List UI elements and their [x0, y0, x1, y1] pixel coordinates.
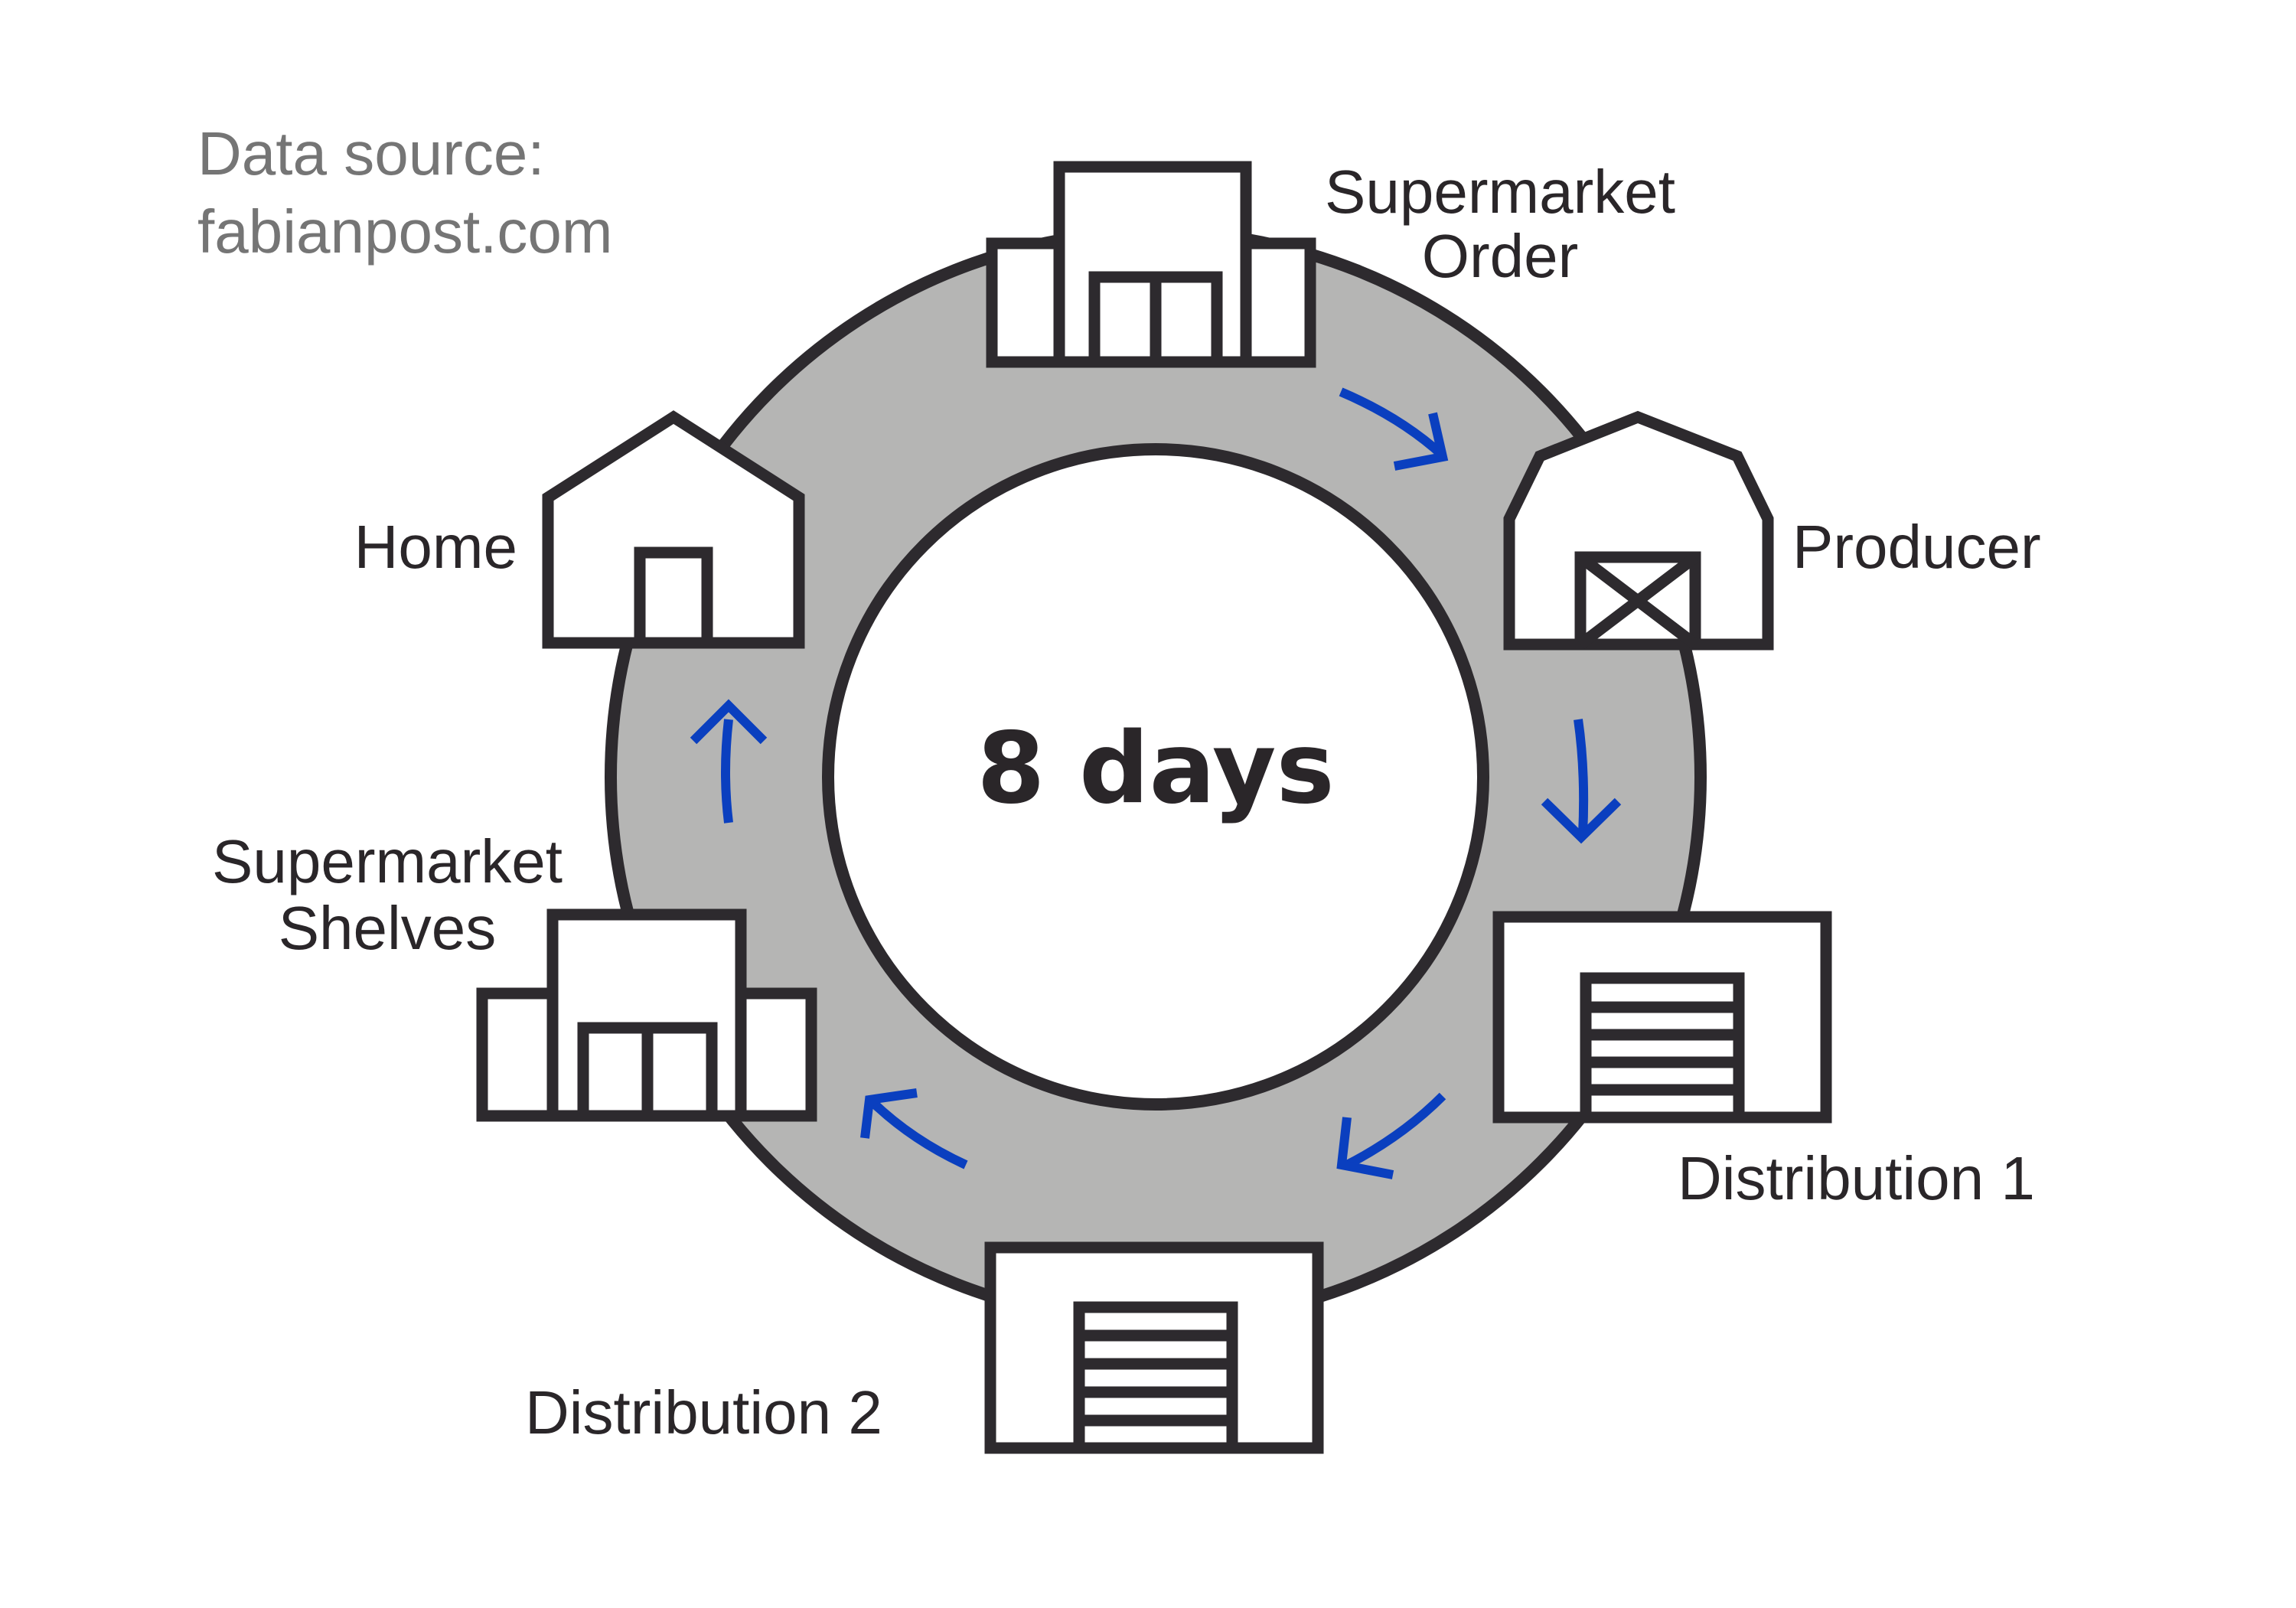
cycle-duration: 8 days: [977, 712, 1334, 826]
label-producer: Producer: [1792, 513, 2041, 581]
source-line-1: Data source:: [197, 119, 545, 188]
flow-arrow-order-to-producer: [1339, 387, 1449, 471]
label-home: Home: [354, 513, 517, 581]
distribution-2-warehouse-icon: [984, 1241, 1324, 1454]
supermarket-shelves-icon: [476, 908, 817, 1122]
label-distribution-2: Distribution 2: [525, 1378, 882, 1447]
source-line-2: fabianpost.com: [197, 197, 613, 266]
distribution-1-warehouse-icon: [1492, 911, 1832, 1124]
flow-arrow-shelves-to-home: [690, 699, 768, 824]
supermarket-order-icon: [986, 161, 1316, 368]
home-house-icon: [542, 410, 805, 649]
label-supermarket-shelves-line-1: Supermarket: [212, 827, 563, 895]
cycle-ring: [605, 226, 1707, 1328]
label-supermarket-order-line-1: Supermarket: [1325, 158, 1675, 226]
flow-arrow-distribution-1-to-distribution-2: [1336, 1092, 1446, 1179]
label-supermarket-order-line-2: Order: [1422, 222, 1579, 290]
label-supermarket-shelves-line-2: Shelves: [279, 894, 497, 962]
label-distribution-1: Distribution 1: [1678, 1144, 2035, 1212]
flow-arrow-producer-to-distribution-1: [1541, 719, 1622, 844]
producer-barn-icon: [1503, 410, 1774, 651]
flow-arrow-distribution-2-to-shelves: [860, 1088, 968, 1169]
